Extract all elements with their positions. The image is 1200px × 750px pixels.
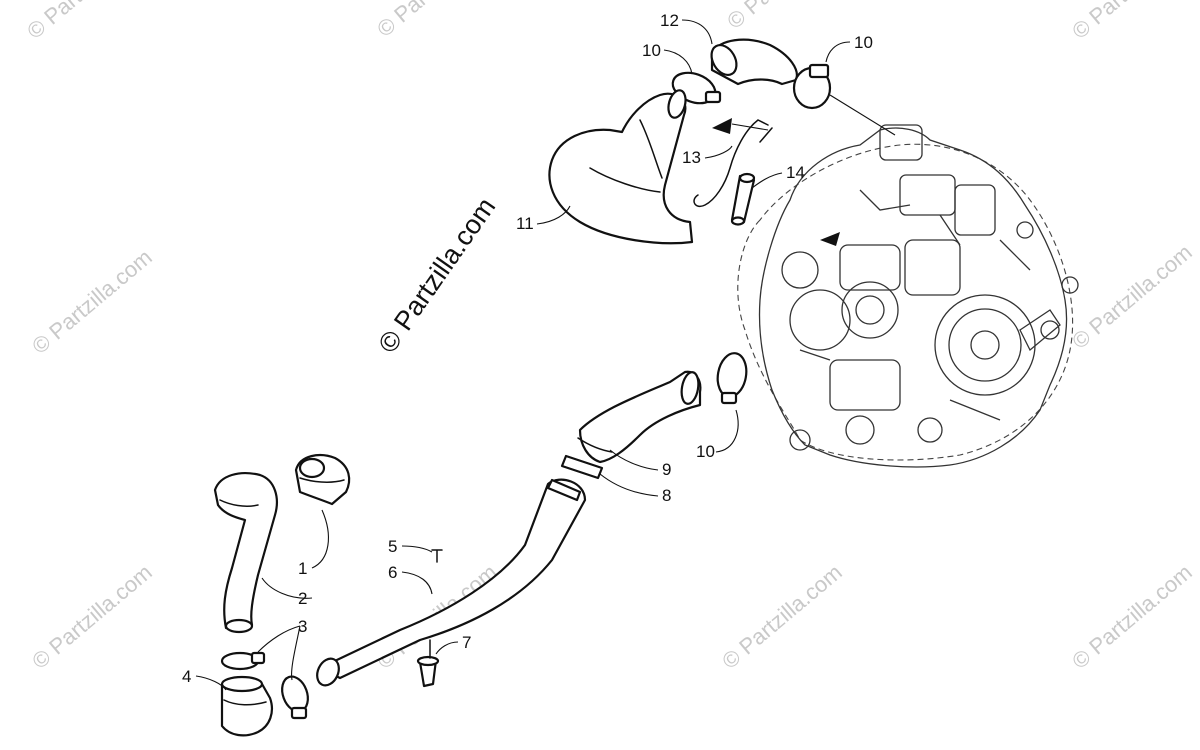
watermark-top-left: © Partzilla.com: [22, 0, 152, 44]
callout-2: 2: [298, 589, 307, 608]
callout-5: 5: [388, 537, 397, 556]
part-10-clamp-upper-right: [792, 63, 832, 110]
callout-4: 4: [182, 667, 191, 686]
callout-9: 9: [662, 460, 671, 479]
part-2-curved-hose: [213, 472, 278, 634]
callout-13: 13: [682, 148, 701, 167]
watermark-top-right-b: © Partzilla.com: [1067, 0, 1197, 44]
watermark-bottom-right-a: © Partzilla.com: [717, 559, 847, 673]
leader-lines: [195, 19, 851, 691]
part-3-clamp-lower: [281, 675, 309, 720]
watermark-top-mid: © Partzilla.com: [372, 0, 502, 42]
callout-14: 14: [786, 163, 805, 182]
flow-arrow-engine: [820, 232, 840, 246]
part-7-fastener: [416, 639, 440, 688]
part-10-clamp-mid: [716, 352, 748, 405]
callout-7: 7: [462, 633, 471, 652]
callout-10-upper-right: 10: [854, 33, 873, 52]
part-3-clamp-upper: [220, 651, 266, 671]
callout-6: 6: [388, 563, 397, 582]
part-9-outlet-duct: [577, 370, 702, 464]
watermark-bottom-right-b: © Partzilla.com: [1067, 559, 1197, 673]
part-11-intake-duct: [548, 89, 694, 245]
callout-10-mid: 10: [696, 442, 715, 461]
watermark-mid-right: © Partzilla.com: [1067, 239, 1197, 353]
watermark-mid-left: © Partzilla.com: [27, 244, 157, 358]
callout-1: 1: [298, 559, 307, 578]
part-5-screw: [431, 549, 443, 563]
callout-11: 11: [516, 214, 534, 233]
callout-12: 12: [660, 11, 679, 30]
part-4-lower-boot: [220, 675, 274, 737]
engine-assembly: [737, 124, 1079, 468]
watermark-main: © Partzilla.com: [372, 192, 501, 358]
watermark-bottom-left: © Partzilla.com: [27, 559, 157, 673]
part-8-sleeve: [560, 454, 604, 480]
part-1-intake-boot: [294, 454, 351, 506]
part-12-elbow-boot: [710, 38, 798, 86]
part-14-small-hose: [730, 172, 756, 226]
part-13-hook-wire: [693, 119, 773, 207]
callout-8: 8: [662, 486, 671, 505]
part-6-long-tube: [316, 478, 587, 687]
callout-10-upper-left: 10: [642, 41, 661, 60]
flow-arrow-top: [712, 118, 732, 134]
callout-numbers: 12 10 10 13 14 11 10 9 8 5 6 7 1 2 3 4: [182, 11, 873, 686]
watermark-top-right-a: © Partzilla.com: [722, 0, 852, 34]
callout-3: 3: [298, 617, 307, 636]
